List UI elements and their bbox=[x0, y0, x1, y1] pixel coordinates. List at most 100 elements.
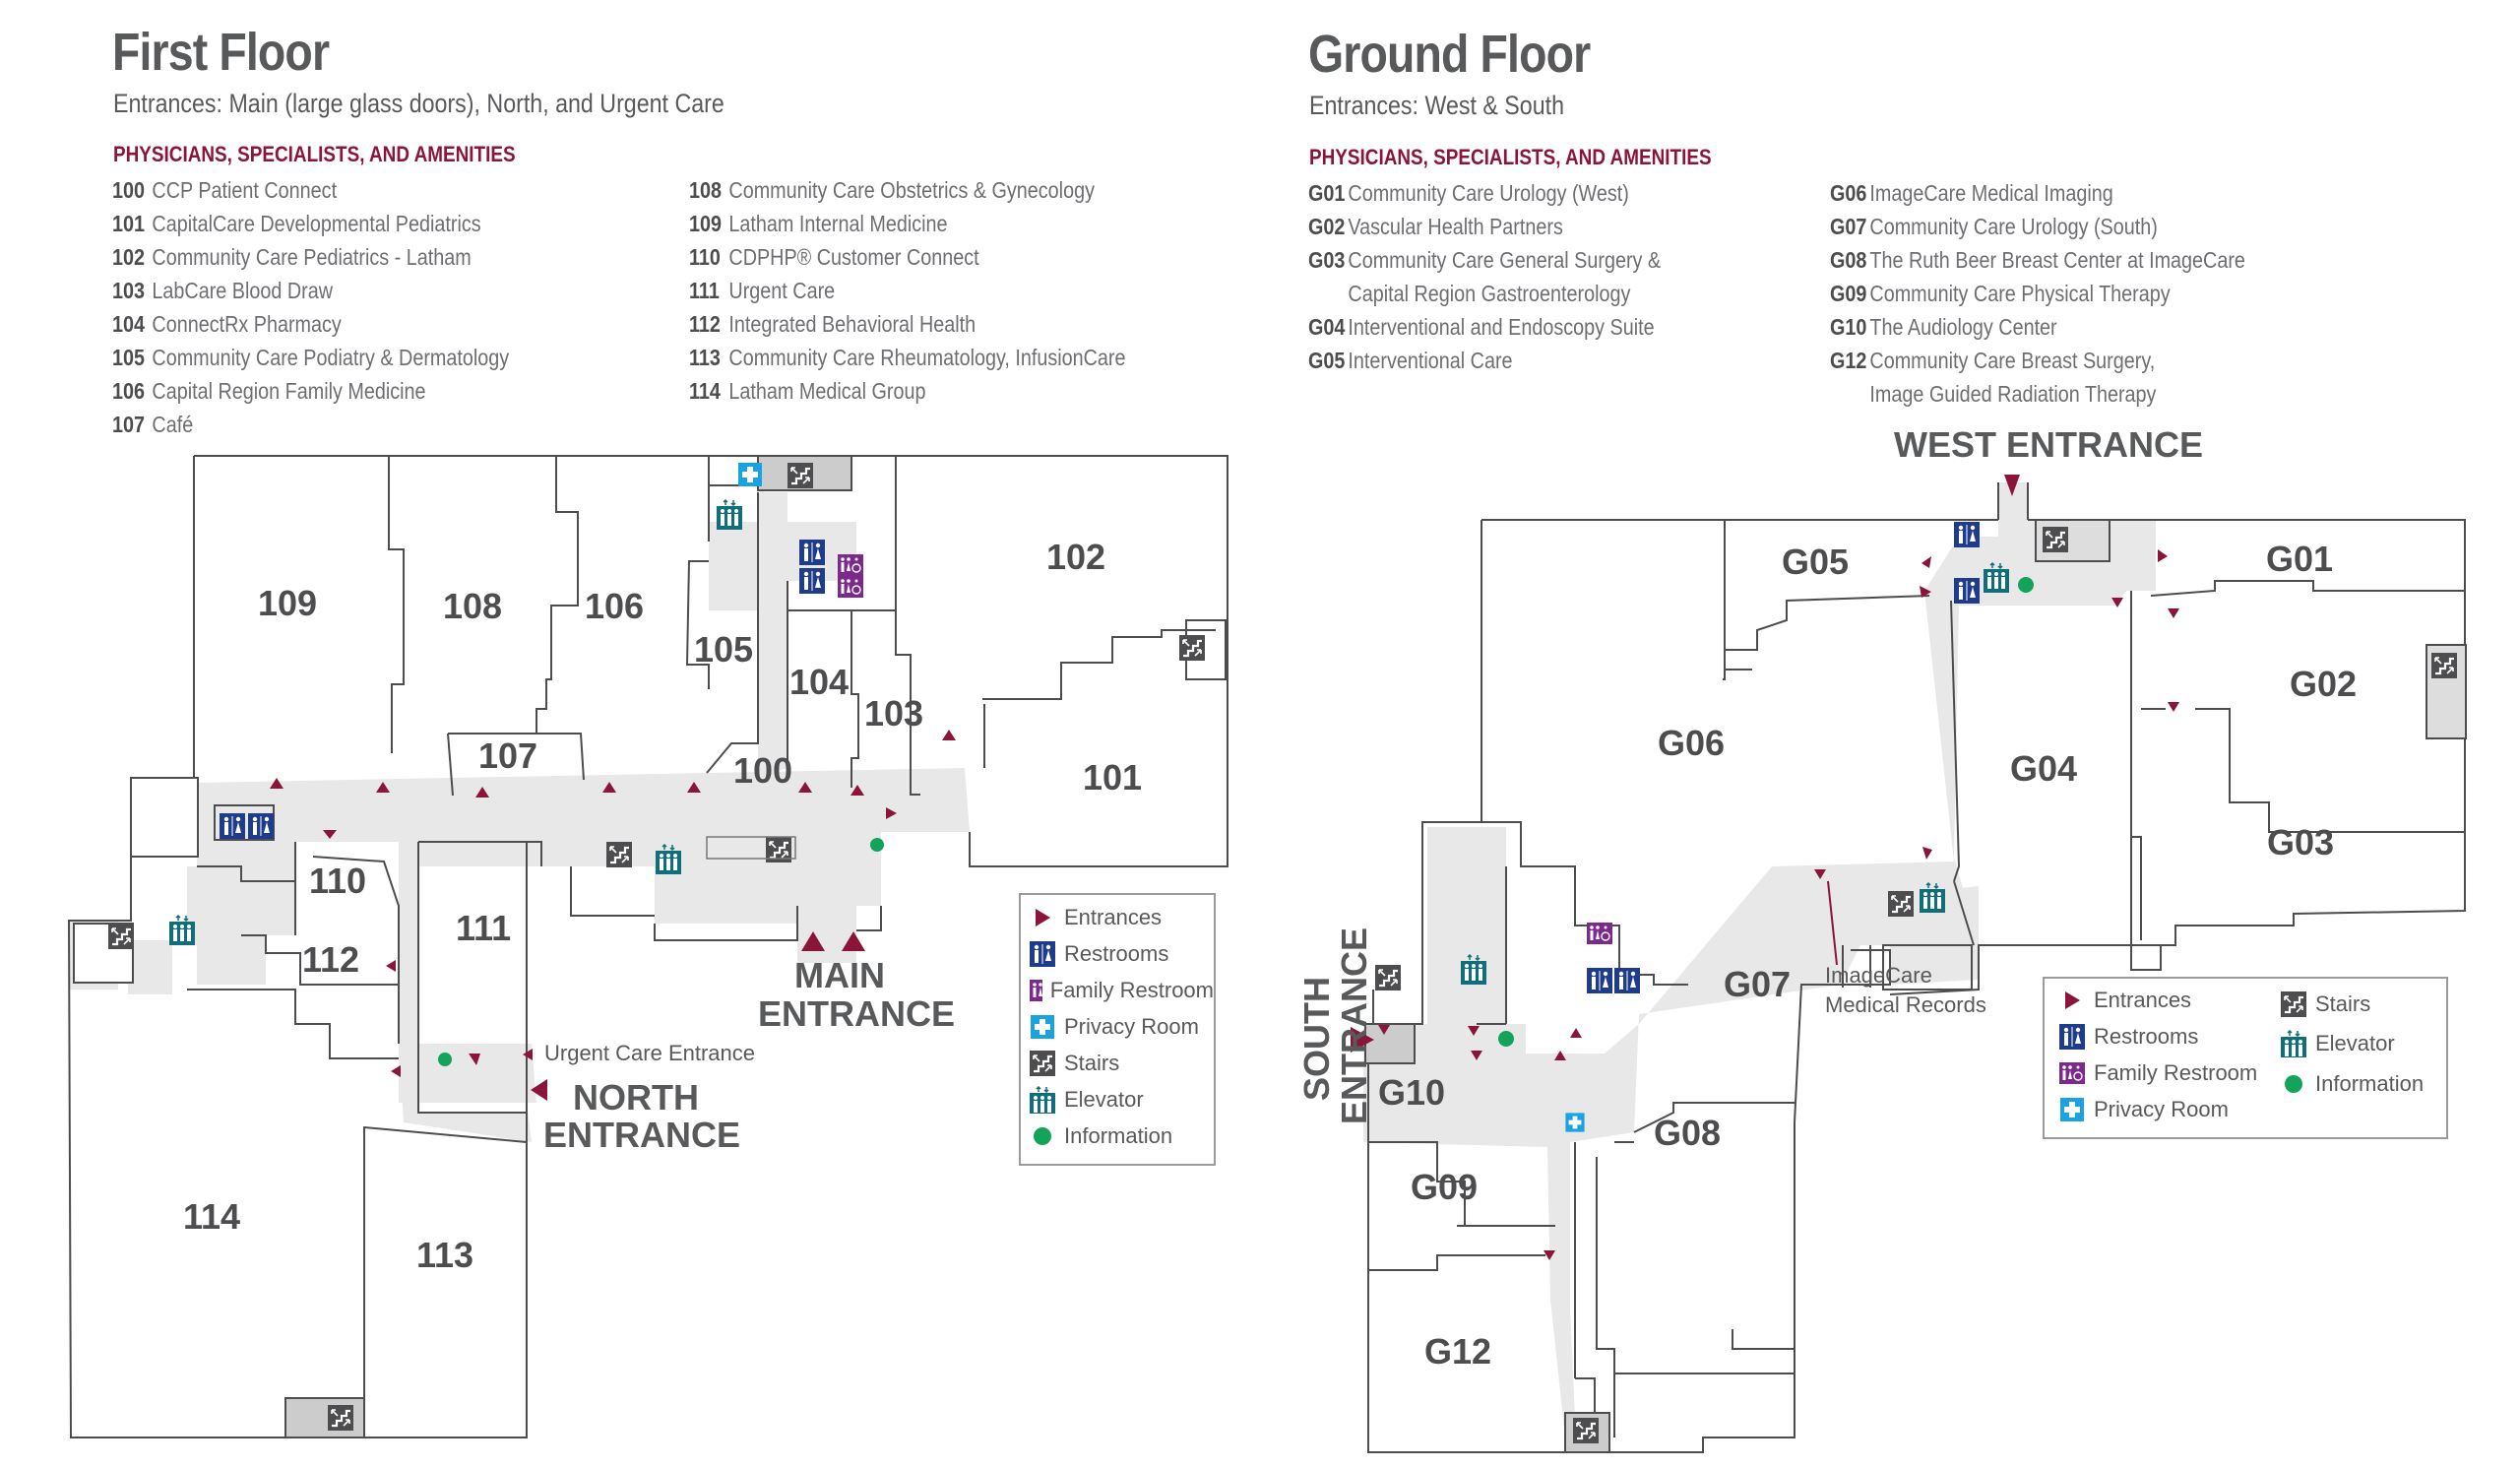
entrance-icon bbox=[2168, 702, 2179, 712]
restroom-icon bbox=[1953, 577, 1981, 605]
information-icon bbox=[1029, 1122, 1056, 1150]
restroom-icon bbox=[1953, 521, 1981, 548]
legend-item-family-restroom: Family Restroom bbox=[2058, 1054, 2280, 1091]
room-number: 107 bbox=[112, 412, 146, 437]
stairs-icon bbox=[1177, 633, 1207, 663]
first-floor-icons bbox=[106, 461, 1207, 1433]
entrance-icon bbox=[1922, 556, 1931, 568]
room-number: G05 bbox=[1308, 348, 1346, 373]
room-name-continued: Capital Region Gastroenterology bbox=[1348, 281, 1631, 306]
legend-label: Elevator bbox=[2315, 1031, 2395, 1055]
room-number: 114 bbox=[689, 378, 721, 404]
room-label-g07: G07 bbox=[1724, 964, 1791, 1004]
legend-label: Entrances bbox=[1064, 904, 1163, 929]
elevator-icon bbox=[1029, 1085, 1056, 1114]
elevator-icon bbox=[2280, 1030, 2307, 1057]
privacy-room-icon bbox=[1031, 1014, 1054, 1039]
family-restroom-icon bbox=[837, 553, 864, 577]
ground-floor-title: Ground Floor bbox=[1308, 25, 1591, 84]
entrance-icon bbox=[942, 730, 956, 740]
room-number: 109 bbox=[689, 211, 723, 236]
information-icon bbox=[1498, 1031, 1514, 1047]
room-number: G10 bbox=[1830, 314, 1867, 340]
entrance-icon bbox=[2111, 598, 2123, 607]
west-entrance-label: WEST ENTRANCE bbox=[1894, 424, 2203, 465]
stairs-icon bbox=[604, 840, 634, 869]
legend-item-stairs: Stairs bbox=[2280, 986, 2424, 1022]
ground-floor-entrance-markers bbox=[1351, 475, 2179, 1260]
north-entrance-label: NORTH bbox=[573, 1077, 699, 1118]
room-name-continued: Image Guided Radiation Therapy bbox=[1869, 381, 2157, 407]
entrance-icon bbox=[1814, 869, 1826, 879]
room-name: Integrated Behavioral Health bbox=[728, 311, 976, 337]
main-entrance-marker bbox=[842, 931, 865, 951]
room-number: G06 bbox=[1830, 180, 1867, 206]
entrance-icon bbox=[475, 787, 489, 798]
room-label-103: 103 bbox=[864, 693, 923, 734]
ground-floor-icons bbox=[1373, 521, 2459, 1445]
room-number: G03 bbox=[1308, 247, 1346, 273]
information-icon bbox=[870, 838, 884, 852]
room-number: G12 bbox=[1830, 348, 1867, 373]
room-name: Café bbox=[152, 412, 194, 437]
west-entrance-marker bbox=[2004, 475, 2020, 496]
main-entrance-label: MAIN bbox=[794, 955, 885, 995]
legend-item-information: Information bbox=[2280, 1065, 2424, 1102]
room-name: Community Care Urology (South) bbox=[1869, 214, 2158, 239]
legend-item-information: Information bbox=[1029, 1118, 1214, 1154]
room-label-105: 105 bbox=[694, 629, 753, 670]
room-label-g01: G01 bbox=[2266, 539, 2333, 579]
room-number: G04 bbox=[1308, 314, 1346, 340]
restroom-icon bbox=[247, 812, 275, 840]
restroom-icon bbox=[1029, 940, 1056, 967]
legend-item-entrances: Entrances bbox=[2058, 982, 2280, 1018]
legend-label: Family Restroom bbox=[2094, 1059, 2258, 1085]
room-name: ImageCare Medical Imaging bbox=[1869, 180, 2113, 206]
family-restroom-icon bbox=[837, 575, 864, 599]
room-number: 111 bbox=[689, 278, 720, 303]
room-name: Latham Internal Medicine bbox=[728, 211, 948, 236]
family-restroom-icon bbox=[1029, 978, 1042, 1002]
room-number: G08 bbox=[1830, 247, 1867, 273]
entrance-icon bbox=[886, 807, 897, 819]
room-label-g02: G02 bbox=[2290, 664, 2357, 704]
room-name: The Audiology Center bbox=[1869, 314, 2057, 340]
restroom-icon bbox=[2058, 1023, 2086, 1050]
restroom-icon bbox=[1586, 967, 1613, 994]
stairs-icon bbox=[2041, 525, 2070, 554]
information-icon bbox=[2280, 1070, 2307, 1098]
entrance-icon bbox=[2168, 608, 2179, 618]
legend-column: Entrances Restrooms Family Restroom Priv… bbox=[2058, 982, 2280, 1137]
stairs-icon bbox=[1571, 1416, 1601, 1445]
legend-item-elevator: Elevator bbox=[1029, 1081, 1214, 1118]
entrance-icon bbox=[391, 1065, 401, 1077]
first-floor-title: First Floor bbox=[112, 23, 330, 82]
room-name: Latham Medical Group bbox=[728, 378, 926, 404]
south-entrance-label: SOUTH bbox=[1296, 977, 1337, 1101]
room-name: Vascular Health Partners bbox=[1348, 214, 1563, 239]
entrance-icon bbox=[1554, 1051, 1566, 1060]
first-floor-entrance-markers bbox=[270, 730, 956, 1101]
escalator-graphic bbox=[706, 836, 796, 860]
ground-floor-room-labels: G05 G01 G02 G06 G04 G03 G07 G10 G08 G09 … bbox=[1296, 424, 2357, 1372]
room-name: Community Care Pediatrics - Latham bbox=[152, 244, 472, 270]
room-number: 113 bbox=[689, 345, 721, 370]
corridors bbox=[69, 492, 970, 1142]
south-entrance-label: ENTRANCE bbox=[1334, 927, 1374, 1124]
privacy-room-icon bbox=[2060, 1097, 2084, 1121]
room-number: G09 bbox=[1830, 281, 1867, 306]
